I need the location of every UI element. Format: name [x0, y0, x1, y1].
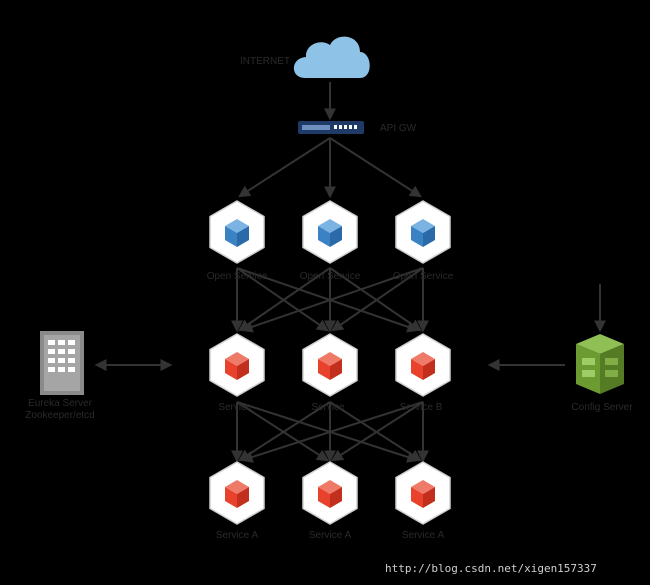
open-service-node-3: [395, 200, 451, 264]
arrow-o3-s1: [240, 267, 424, 333]
cube-icon: [318, 219, 342, 247]
open-service-label-3: Open Service: [393, 271, 454, 282]
registry-label-line1: Eureka Server: [28, 398, 93, 409]
open-service-node-1: [209, 200, 265, 264]
cube-icon: [318, 352, 342, 380]
service-node-1: [209, 333, 265, 397]
service-node-2: [302, 333, 358, 397]
cube-icon: [225, 480, 249, 508]
open-service-label-1: Open Service: [207, 271, 268, 282]
cube-icon: [225, 219, 249, 247]
service-a-node-1: [209, 461, 265, 525]
watermark-url: http://blog.csdn.net/xigen157337: [385, 562, 597, 575]
arrow-o1-s3: [236, 267, 420, 333]
service-a-label-1: Service A: [216, 530, 259, 541]
arrow-s1-a2: [236, 401, 330, 462]
arrow-s2-a3: [329, 401, 423, 462]
connectors: [94, 82, 606, 463]
cube-icon: [318, 480, 342, 508]
internet-label: INTERNET: [240, 56, 290, 67]
service-node-3: [395, 333, 451, 397]
arrow-gateway-to-open-1: [237, 137, 331, 198]
arrow-s1-a3: [236, 401, 420, 463]
cube-icon: [411, 480, 435, 508]
config-server-icon: [576, 334, 624, 394]
cube-icon: [225, 352, 249, 380]
service-a-node-2: [302, 461, 358, 525]
service-label-1: Service: [218, 402, 252, 413]
gateway-label: API GW: [380, 123, 417, 134]
open-service-label-2: Open Service: [300, 271, 361, 282]
config-server-label: Config Server: [571, 402, 633, 413]
arrow-s2-a1: [237, 401, 331, 462]
service-b-label: Service B: [400, 402, 443, 413]
arrow-gateway-to-open-3: [329, 137, 423, 198]
open-service-node-2: [302, 200, 358, 264]
registry-label-line2: Zookeeper/etcd: [25, 410, 95, 421]
arrow-o2-s1: [238, 267, 331, 332]
arrow-o1-s2: [236, 267, 329, 332]
service-a-node-3: [395, 461, 451, 525]
service-a-label-3: Service A: [402, 530, 445, 541]
service-a-label-2: Service A: [309, 530, 352, 541]
arrow-o3-s2: [331, 267, 424, 332]
service-label-2: Service: [311, 402, 345, 413]
cube-icon: [411, 352, 435, 380]
arrow-s3-a2: [330, 401, 424, 462]
arrow-o2-s3: [329, 267, 422, 332]
arrow-s3-a1: [240, 401, 424, 463]
gateway-switch-icon: [298, 121, 364, 134]
server-rack-icon: [40, 331, 84, 395]
cloud-icon: [293, 36, 370, 78]
cube-icon: [411, 219, 435, 247]
